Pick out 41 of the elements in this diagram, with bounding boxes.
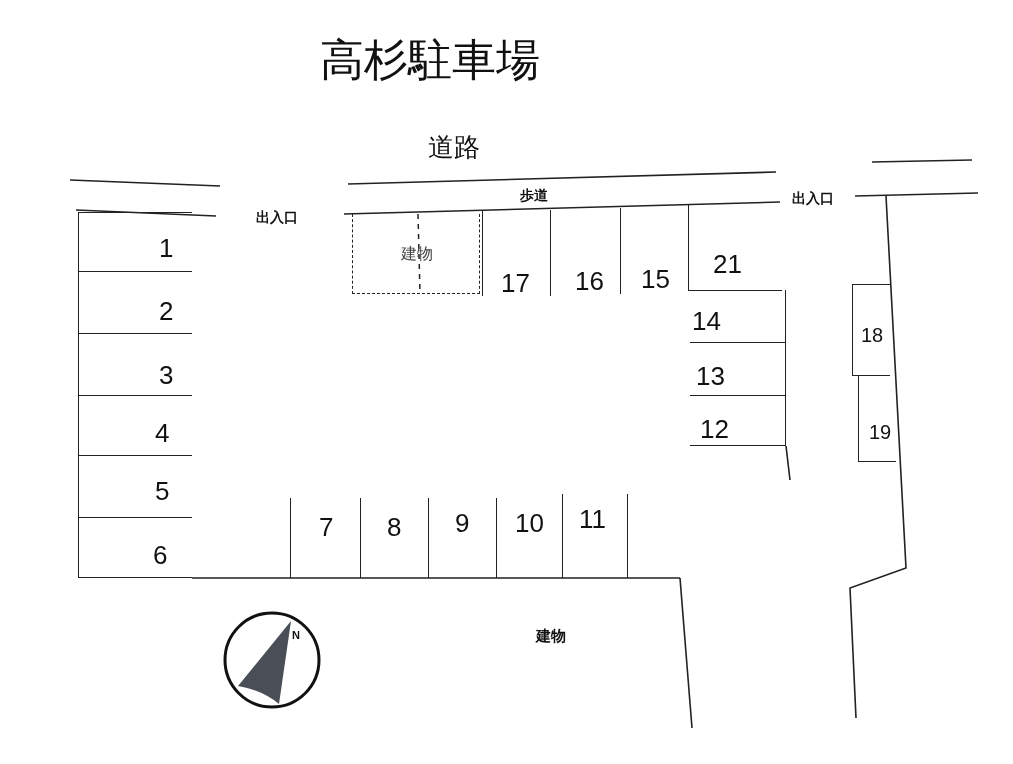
stall-number: 15 [641,266,670,292]
entrance-label: 出入口 [256,210,298,224]
building-label: 建物 [536,628,566,643]
stall-number: 6 [153,542,168,568]
sidewalk-label: 歩道 [520,188,548,202]
entrance-label: 出入口 [792,191,834,205]
stall-number: 14 [692,308,721,334]
stall-number: 10 [515,510,544,536]
stall-number: 11 [579,506,606,532]
parking-stall [78,518,192,578]
parking-stall [78,396,192,456]
parking-stall [78,456,192,518]
stall-number: 17 [501,270,530,296]
page-title: 高杉駐車場 [320,38,540,82]
parking-stall [562,494,628,578]
stall-number: 13 [696,363,725,389]
parking-stall [852,284,890,376]
parking-stall [688,205,782,291]
parking-stall [690,342,786,395]
building-label: 建物 [401,246,433,262]
parking-stall [78,212,192,272]
north-label: N [292,630,300,641]
parking-stall [858,376,896,462]
stall-number: 3 [159,362,174,388]
parking-stall [78,334,192,396]
stall-number: 4 [155,420,170,446]
stall-number: 8 [387,514,402,540]
road-label: 道路 [428,134,480,160]
stall-number: 19 [869,422,892,442]
stall-number: 7 [319,514,334,540]
building-outline [352,214,480,294]
stall-number: 21 [713,251,742,277]
stall-number: 5 [155,478,170,504]
parking-stall [78,272,192,334]
parking-stall [690,395,786,446]
stall-number: 2 [159,298,174,324]
stall-number: 12 [700,416,729,442]
stall-number: 9 [455,510,470,536]
stall-number: 1 [159,235,174,261]
stall-number: 18 [861,325,884,345]
stall-number: 16 [575,268,604,294]
